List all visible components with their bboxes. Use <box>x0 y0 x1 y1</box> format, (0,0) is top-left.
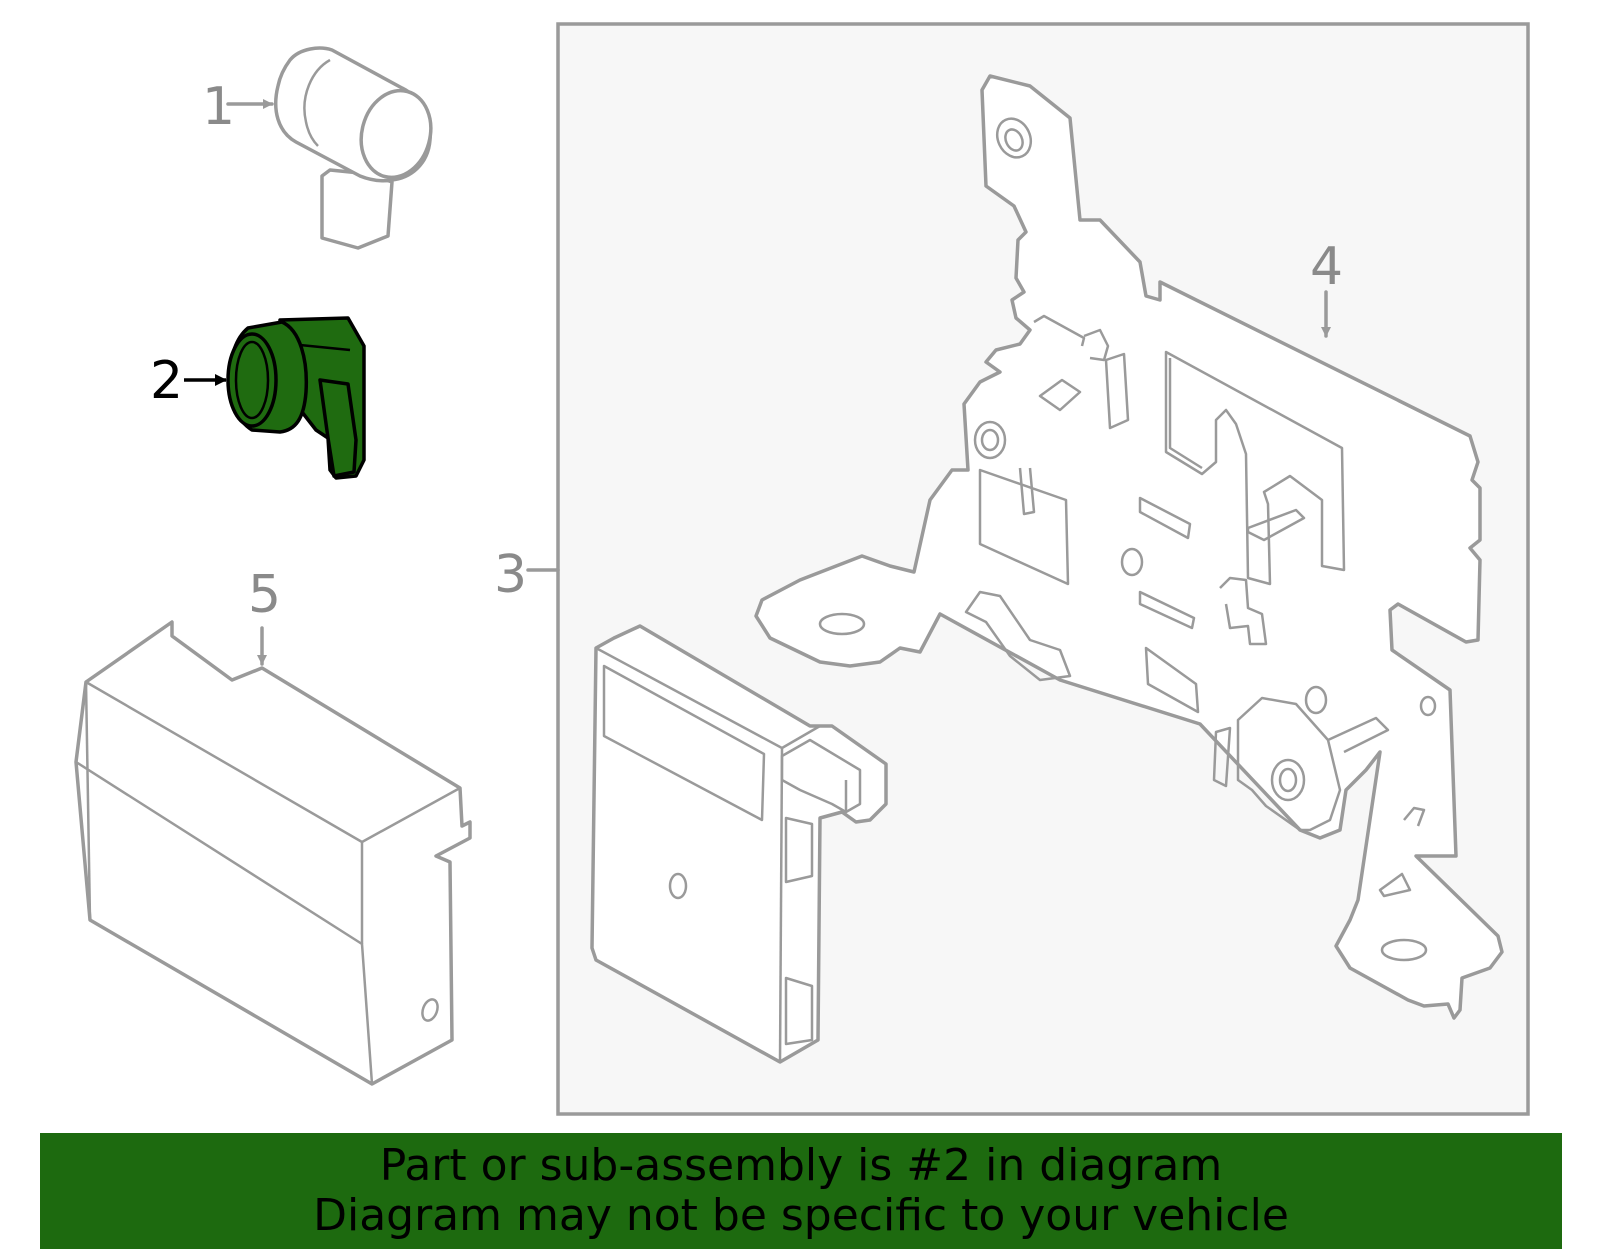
banner-line-2: Diagram may not be specific to your vehi… <box>313 1190 1289 1241</box>
part-2-parking-sensor-highlighted[interactable] <box>226 316 366 480</box>
part-4-mounting-bracket[interactable] <box>754 74 1504 1020</box>
banner-line-1: Part or sub-assembly is #2 in diagram <box>379 1140 1223 1191</box>
info-banner: Part or sub-assembly is #2 in diagram Di… <box>40 1133 1562 1249</box>
sub-assembly-3-module[interactable] <box>590 624 888 1064</box>
callout-2-label: 2 <box>150 351 183 411</box>
callout-5-label: 5 <box>248 565 281 625</box>
callout-3-label: 3 <box>494 545 527 605</box>
part-1-parking-sensor[interactable] <box>274 46 440 250</box>
callout-4-label: 4 <box>1310 237 1343 297</box>
callout-1-label: 1 <box>202 77 235 137</box>
part-5-control-module[interactable] <box>74 620 472 1086</box>
